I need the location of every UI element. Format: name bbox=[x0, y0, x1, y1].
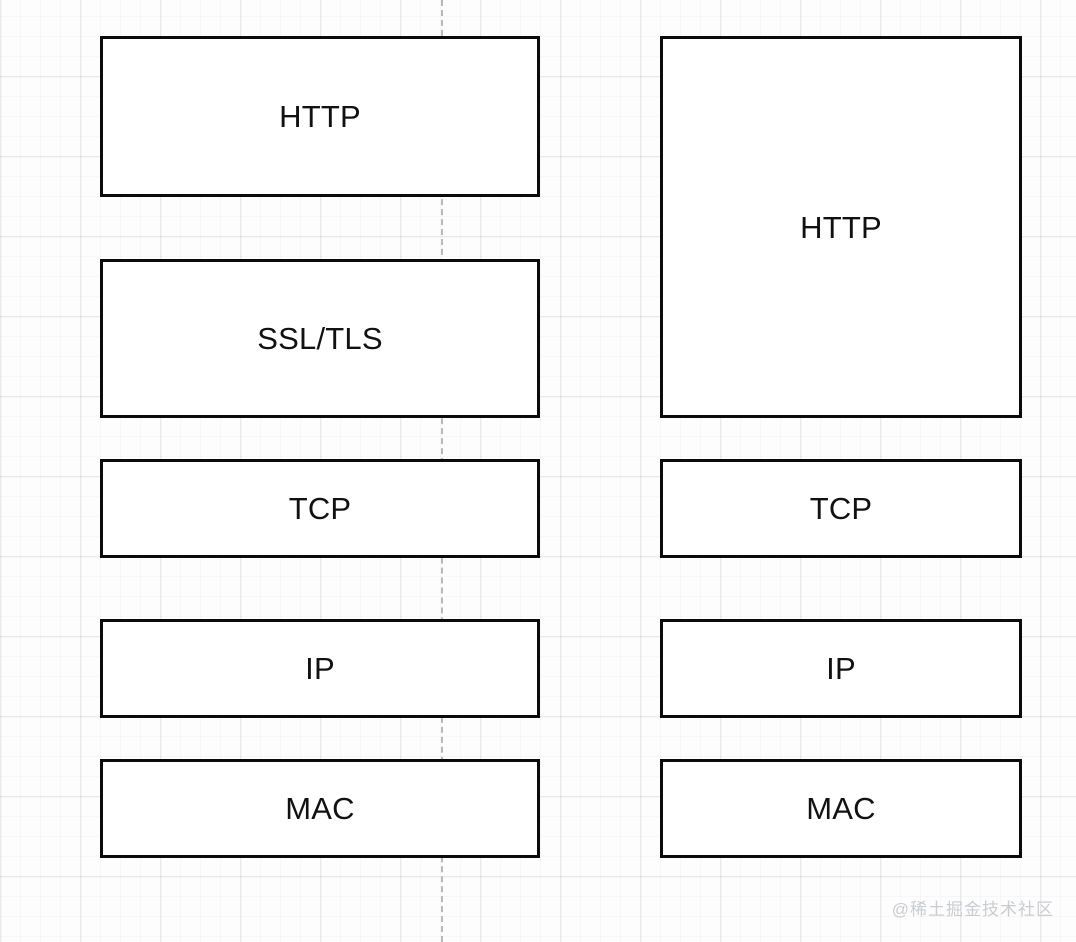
right-stack-layer-http[interactable]: HTTP bbox=[660, 36, 1022, 418]
layer-label: SSL/TLS bbox=[257, 321, 383, 356]
layer-label: TCP bbox=[809, 491, 873, 526]
layer-label: TCP bbox=[288, 491, 352, 526]
left-stack-layer-ip[interactable]: IP bbox=[100, 619, 540, 718]
left-stack-layer-mac[interactable]: MAC bbox=[100, 759, 540, 858]
layer-label: HTTP bbox=[279, 99, 361, 134]
right-stack-layer-ip[interactable]: IP bbox=[660, 619, 1022, 718]
layer-label: IP bbox=[826, 651, 856, 686]
left-stack-layer-ssl-tls[interactable]: SSL/TLS bbox=[100, 259, 540, 418]
layer-label: MAC bbox=[285, 791, 355, 826]
watermark-text: @稀土掘金技术社区 bbox=[891, 900, 1054, 919]
right-stack-layer-tcp[interactable]: TCP bbox=[660, 459, 1022, 558]
layer-label: MAC bbox=[806, 791, 876, 826]
left-stack-layer-http[interactable]: HTTP bbox=[100, 36, 540, 197]
layer-label: IP bbox=[305, 651, 335, 686]
layer-label: HTTP bbox=[800, 209, 882, 245]
left-stack-layer-tcp[interactable]: TCP bbox=[100, 459, 540, 558]
right-stack-layer-mac[interactable]: MAC bbox=[660, 759, 1022, 858]
